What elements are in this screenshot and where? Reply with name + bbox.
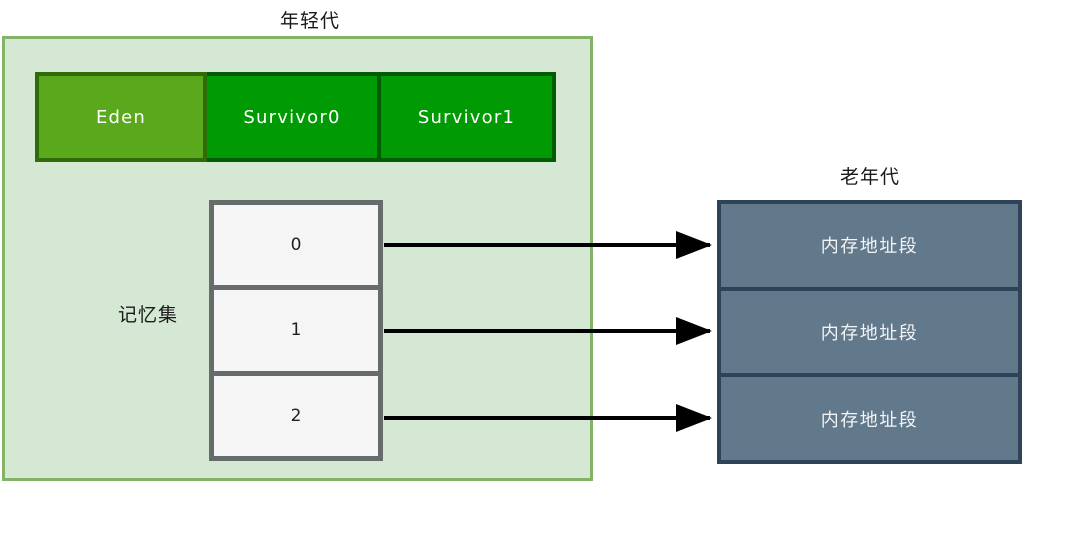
old-generation-title: 老年代 [839,167,900,188]
remembered-set-row: 0 [214,205,378,291]
remembered-set-table: 0 1 2 [209,200,383,461]
region-eden: Eden [35,72,207,162]
old-generation-row: 内存地址段 [721,290,1018,378]
old-generation-row: 内存地址段 [721,377,1018,461]
young-generation-title: 年轻代 [279,11,340,32]
remembered-set-row: 1 [214,290,378,376]
young-generation-regions: Eden Survivor0 Survivor1 [35,72,556,162]
old-generation-row: 内存地址段 [721,204,1018,291]
old-generation-container: 内存地址段 内存地址段 内存地址段 [717,200,1022,464]
region-survivor0: Survivor0 [207,72,381,162]
remembered-set-label: 记忆集 [117,305,178,326]
region-survivor1: Survivor1 [381,72,556,162]
remembered-set-row: 2 [214,375,378,456]
